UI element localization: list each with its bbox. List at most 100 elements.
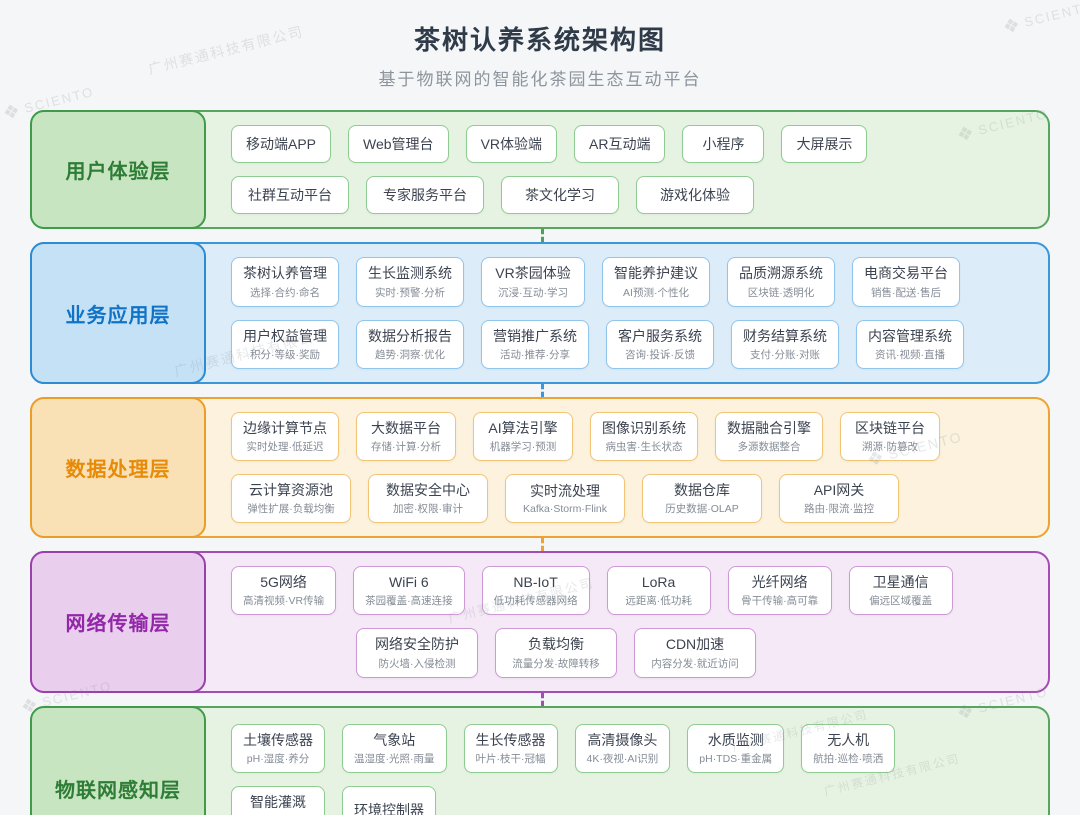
node-title: 数据分析报告 [368, 327, 452, 344]
node-row: 边缘计算节点实时处理·低延迟大数据平台存储·计算·分析 AI算法引擎机器学习·预测… [231, 411, 1036, 461]
diagram-node: 茶文化学习 [501, 176, 619, 215]
diagram-node: 数据分析报告趋势·洞察·优化 [356, 319, 464, 369]
diagram-node: 营销推广系统活动·推荐·分享 [481, 319, 589, 369]
diagram-node: 茶树认养管理选择·合约·命名 [231, 257, 339, 307]
node-row: 社群互动平台专家服务平台茶文化学习游戏化体验 [231, 176, 1036, 215]
diagram-node: AR互动端 [574, 125, 666, 164]
diagram-node: 生长监测系统实时·预警·分析 [356, 257, 464, 307]
node-subtitle: 机器学习·预测 [489, 440, 557, 453]
node-subtitle: 支付·分账·对账 [750, 348, 820, 361]
diagram-node: 光纤网络骨干传输·高可靠 [727, 566, 832, 616]
node-subtitle: 实时·预警·分析 [375, 286, 445, 299]
diagram-node: AI算法引擎机器学习·预测 [473, 411, 573, 461]
node-subtitle: 防火墙·入侵检测 [378, 657, 456, 670]
diagram-node: 边缘计算节点实时处理·低延迟 [231, 411, 339, 461]
diagram-node: 5G网络高清视频·VR传输 [231, 566, 337, 616]
layer-content: 边缘计算节点实时处理·低延迟大数据平台存储·计算·分析 AI算法引擎机器学习·预测… [204, 399, 1048, 536]
layer-connector [30, 538, 1050, 552]
node-subtitle: AI预测·个性化 [623, 286, 689, 299]
node-subtitle: 航拍·巡检·喷洒 [813, 752, 884, 765]
node-title: 电商交易平台 [864, 265, 948, 282]
node-title: 品质溯源系统 [739, 265, 823, 282]
node-subtitle: pH·TDS·重金属 [699, 752, 773, 765]
node-title: CDN加速 [665, 636, 725, 653]
node-title: 图像识别系统 [602, 419, 686, 436]
node-title: 大屏展示 [796, 136, 853, 152]
sciento-logo-icon: ❖ [0, 100, 23, 126]
node-subtitle: 活动·推荐·分享 [500, 348, 570, 361]
node-subtitle: 高清视频·VR传输 [243, 595, 325, 608]
node-subtitle: 趋势·洞察·优化 [375, 348, 445, 361]
node-subtitle: 4K·夜视·AI识别 [586, 752, 659, 765]
dashed-connector-line [541, 692, 544, 706]
node-title: 智能养护建议 [614, 265, 698, 282]
node-subtitle: 偏远区域覆盖 [869, 595, 933, 608]
node-subtitle: 资讯·视频·直播 [875, 348, 945, 361]
node-title: 5G网络 [260, 574, 307, 591]
diagram-node: 数据仓库历史数据·OLAP [642, 473, 762, 524]
diagram-node: 大屏展示 [781, 125, 868, 164]
node-title: 区块链平台 [855, 419, 925, 436]
node-title: 数据仓库 [674, 481, 730, 498]
node-title: 高清摄像头 [587, 731, 658, 748]
node-title: NB-IoT [513, 574, 558, 591]
node-title: 云计算资源池 [249, 481, 333, 498]
diagram-node: 高清摄像头 4K·夜视·AI识别 [574, 723, 671, 773]
layer-connector [30, 383, 1050, 397]
diagram-node: 智能灌溉精准·定时·节水 [231, 785, 325, 815]
diagram-header: 茶树认养系统架构图 基于物联网的智能化茶园生态互动平台 [0, 0, 1080, 90]
node-title: VR体验端 [480, 136, 543, 152]
page-subtitle: 基于物联网的智能化茶园生态互动平台 [378, 70, 702, 89]
node-title: WiFi 6 [389, 574, 429, 591]
diagram-node: 数据融合引擎多源数据整合 [715, 411, 823, 461]
node-subtitle: 选择·合约·命名 [250, 286, 320, 299]
node-subtitle: pH·湿度·养分 [246, 752, 310, 765]
node-title: 内容管理系统 [868, 327, 952, 344]
node-subtitle: 内容分发·就近访问 [651, 657, 739, 670]
node-title: 财务结算系统 [743, 327, 827, 344]
node-title: 边缘计算节点 [243, 419, 327, 436]
node-title: 营销推广系统 [493, 327, 577, 344]
node-subtitle: 流量分发·故障转移 [512, 657, 600, 670]
diagram-node: 社群互动平台 [231, 176, 349, 215]
node-row: 智能灌溉精准·定时·节水环境控制器 [231, 785, 1036, 815]
diagram-node: Web管理台 [348, 125, 449, 164]
node-title: API网关 [813, 481, 865, 498]
node-title: 数据融合引擎 [727, 419, 811, 436]
diagram-node: 图像识别系统病虫害·生长状态 [590, 411, 698, 461]
dashed-connector-line [541, 383, 544, 397]
diagram-node: 网络安全防护防火墙·入侵检测 [356, 628, 478, 678]
node-title: 用户权益管理 [243, 327, 327, 344]
node-title: VR茶园体验 [495, 265, 571, 282]
layer-label-business-application: 业务应用层 [30, 242, 206, 384]
node-subtitle: 溯源·防篡改 [862, 440, 918, 453]
diagram-node: 内容管理系统资讯·视频·直播 [856, 319, 964, 369]
node-subtitle: 历史数据·OLAP [665, 503, 739, 516]
node-subtitle: 弹性扩展·负载均衡 [247, 503, 335, 516]
node-subtitle: 路由·限流·监控 [804, 503, 874, 516]
diagram-node: 气象站温湿度·光照·雨量 [342, 723, 447, 773]
diagram-node: 大数据平台存储·计算·分析 [356, 411, 456, 461]
node-subtitle: 温湿度·光照·雨量 [354, 752, 435, 765]
node-subtitle: 加密·权限·审计 [393, 503, 463, 516]
node-title: Web管理台 [363, 136, 434, 152]
diagram-node: CDN加速内容分发·就近访问 [634, 628, 756, 678]
node-title: 小程序 [702, 136, 745, 152]
diagram-node: VR体验端 [465, 125, 558, 164]
node-subtitle: 多源数据整合 [737, 440, 801, 453]
